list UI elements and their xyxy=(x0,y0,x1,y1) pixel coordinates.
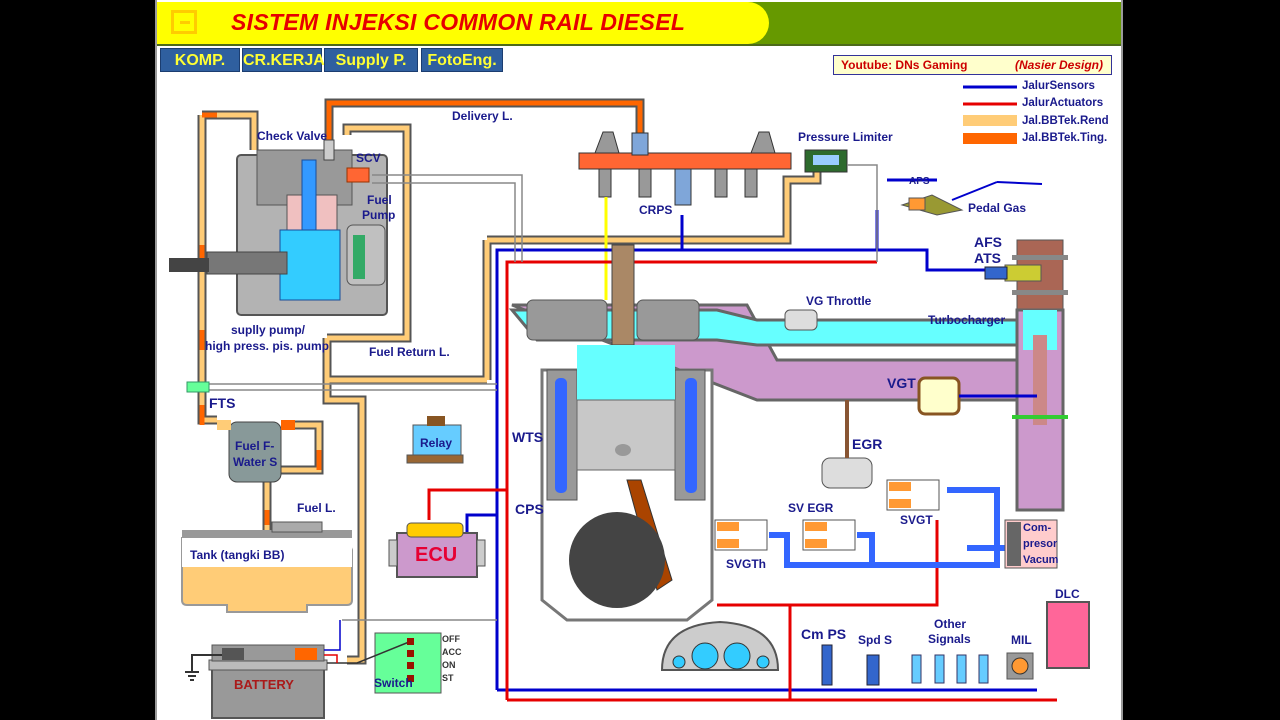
fuel-tank xyxy=(181,521,353,613)
engine-block xyxy=(508,244,1039,622)
supply-pump xyxy=(169,139,388,316)
common-rail xyxy=(578,131,848,206)
label-switch-st: ST xyxy=(442,673,454,683)
bottom-sensors xyxy=(821,601,1090,686)
page-title: SISTEM INJEKSI COMMON RAIL DIESEL xyxy=(231,9,686,35)
label-pressure-limiter: Pressure Limiter xyxy=(798,130,893,144)
nav-button-supply-p[interactable]: Supply P. xyxy=(324,48,418,72)
label-relay: Relay xyxy=(420,436,453,450)
label-switch-on: ON xyxy=(442,660,456,670)
title-bar: SISTEM INJEKSI COMMON RAIL DIESEL xyxy=(157,2,1121,46)
label-battery: BATTERY xyxy=(234,677,294,692)
label-ats: ATS xyxy=(974,250,1001,266)
accelerator-pedal xyxy=(900,181,1043,216)
delivery-line xyxy=(326,100,643,150)
label-pedal-gas: Pedal Gas xyxy=(968,201,1027,215)
label-wts: WTS xyxy=(512,429,544,445)
legend-swatch-low-pressure xyxy=(963,115,1017,126)
label-svgt: SVGT xyxy=(900,513,933,527)
label-switch-acc: ACC xyxy=(442,647,462,657)
common-rail-diagram xyxy=(169,85,1090,719)
instrument-cluster xyxy=(660,620,780,671)
label-fts: FTS xyxy=(209,395,236,411)
label-mil: MIL xyxy=(1011,633,1032,647)
label-delivery-line: Delivery L. xyxy=(452,109,513,123)
label-tank: Tank (tangki BB) xyxy=(190,548,285,562)
turbocharger xyxy=(984,239,1068,512)
battery xyxy=(185,644,328,719)
vacuum-actuators xyxy=(784,309,1037,489)
label-ecu: ECU xyxy=(415,544,458,566)
label-vgt: VGT xyxy=(887,375,916,391)
solenoid-valves xyxy=(714,479,1058,569)
label-switch-off: OFF xyxy=(442,634,460,644)
label-fuel-pump-1: Fuel xyxy=(367,193,392,207)
exit-box-icon[interactable] xyxy=(171,10,197,34)
label-check-valve: Check Valve xyxy=(257,129,328,143)
legend xyxy=(963,85,1017,144)
nav-button-cr-kerja[interactable]: CR.KERJA xyxy=(242,48,325,72)
legend-label-low-pressure: Jal.BBTek.Rend xyxy=(1022,115,1109,127)
credit-designer: (Nasier Design) xyxy=(1014,58,1103,72)
label-filter-2: Water S xyxy=(233,455,278,469)
label-fuel-return: Fuel Return L. xyxy=(369,345,450,359)
label-dlc: DLC xyxy=(1055,587,1080,601)
label-cm-ps: Cm PS xyxy=(801,626,847,642)
label-afs: AFS xyxy=(974,234,1002,250)
fuel-filter xyxy=(186,381,295,483)
label-supply-pump-2: high press. pis. pump xyxy=(205,339,330,353)
label-filter-1: Fuel F- xyxy=(235,439,275,453)
label-scv: SCV xyxy=(356,151,381,165)
label-other-signals-2: Signals xyxy=(928,632,971,646)
label-svgth: SVGTh xyxy=(726,557,767,571)
relay xyxy=(406,416,464,464)
label-vg-throttle: VG Throttle xyxy=(806,294,872,308)
label-fuel-pump-2: Pump xyxy=(362,208,396,222)
label-fuel-line: Fuel L. xyxy=(297,501,336,515)
label-compressor-1: Com- xyxy=(1023,522,1052,534)
ecu xyxy=(388,522,486,578)
legend-label-sensors: JalurSensors xyxy=(1022,80,1095,92)
label-egr: EGR xyxy=(852,436,883,452)
title-pill: SISTEM INJEKSI COMMON RAIL DIESEL xyxy=(157,2,769,44)
label-aps: APS xyxy=(909,176,930,187)
legend-label-high-pressure: Jal.BBTek.Ting. xyxy=(1022,132,1108,144)
label-compressor-2: presor xyxy=(1023,538,1058,550)
label-turbocharger: Turbocharger xyxy=(928,313,1006,327)
label-compressor-3: Vacum xyxy=(1023,554,1059,566)
diagram-stage: SISTEM INJEKSI COMMON RAIL DIESEL KOMP. … xyxy=(155,0,1123,720)
credit-youtube: Youtube: DNs Gaming xyxy=(841,58,968,72)
ignition-switch xyxy=(324,620,442,694)
legend-swatch-high-pressure xyxy=(963,133,1017,144)
nav-button-foto-eng[interactable]: FotoEng. xyxy=(421,48,503,72)
nav-button-komp[interactable]: KOMP. xyxy=(160,48,240,72)
credit-box: Youtube: DNs Gaming (Nasier Design) xyxy=(833,55,1112,75)
label-supply-pump-1: suplly pump/ xyxy=(231,323,306,337)
legend-label-actuators: JalurActuators xyxy=(1022,97,1104,109)
actuator-wiring xyxy=(427,260,1057,702)
label-sv-egr: SV EGR xyxy=(788,501,834,515)
label-cps: CPS xyxy=(515,501,544,517)
label-switch: Switch xyxy=(374,676,413,690)
label-spd-s: Spd S xyxy=(858,633,893,647)
label-crps: CRPS xyxy=(639,203,673,217)
label-other-signals-1: Other xyxy=(934,617,967,631)
